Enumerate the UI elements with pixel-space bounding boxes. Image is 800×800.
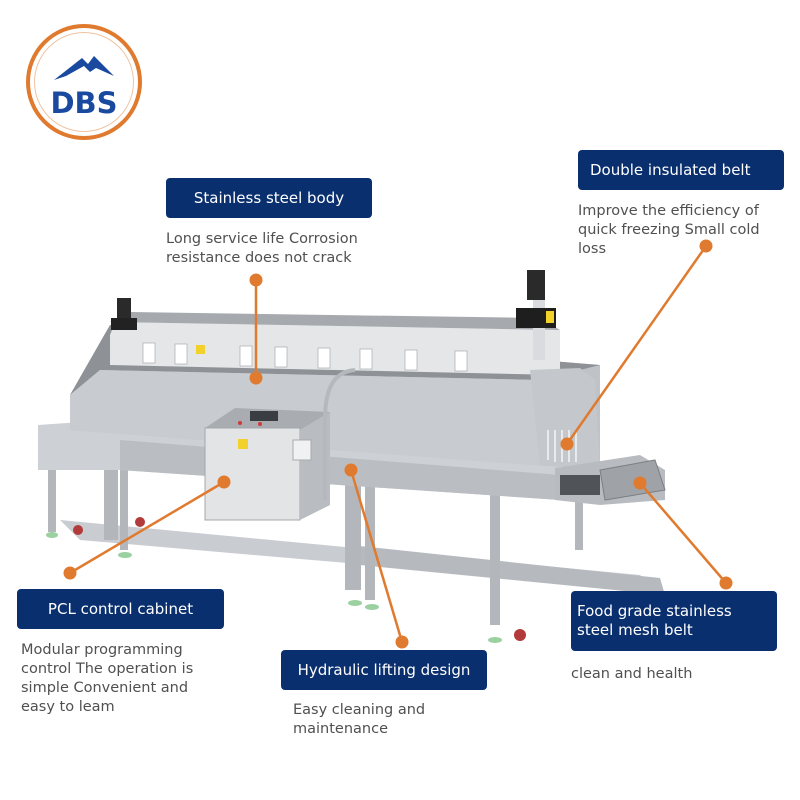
callout-dot (217, 475, 231, 489)
casters (73, 517, 526, 641)
callout-desc-stainless-steel-body: Long service life Corrosion resistance d… (166, 231, 358, 266)
callout-dot (560, 437, 574, 451)
leg-feet (46, 532, 502, 643)
vented-hood (110, 322, 560, 375)
callout-dot (719, 576, 733, 590)
hood-vents (142, 342, 468, 372)
leader-line-mesh (639, 482, 727, 584)
callout-desc-hydraulic-lifting-design: Easy cleaning and maintenance (293, 702, 426, 737)
callout-title-food-grade-mesh-belt: Food grade stainless steel mesh belt (571, 591, 777, 651)
leader-line-cabinet (69, 480, 225, 575)
drip-tray (350, 545, 665, 595)
left-fan-motor (111, 298, 137, 330)
callout-dot (699, 239, 713, 253)
callout-title-double-insulated-belt: Double insulated belt (578, 150, 784, 190)
callout-dot (395, 635, 409, 649)
callout-dot (344, 463, 358, 477)
callout-dot (249, 371, 263, 385)
right-fan-motor (516, 270, 556, 360)
warning-sticker (196, 345, 205, 354)
callout-desc-food-grade-mesh-belt: clean and health (571, 666, 693, 682)
callout-dot (63, 566, 77, 580)
callout-title-pcl-control-cabinet: PCL control cabinet (17, 589, 224, 629)
callout-desc-double-insulated-belt: Improve the efficiency of quick freezing… (578, 203, 760, 257)
leader-line-belt (565, 245, 708, 445)
callout-dot (249, 273, 263, 287)
callout-title-hydraulic-lifting-design: Hydraulic lifting design (281, 650, 487, 690)
control-cabinet (204, 408, 330, 521)
callout-title-stainless-steel-body: Stainless steel body (166, 178, 372, 218)
callout-desc-pcl-control-cabinet: Modular programming control The operatio… (21, 642, 194, 715)
brand-logo: DBS (26, 24, 142, 140)
leader-line-hydraulic (349, 469, 404, 643)
callout-dot (633, 476, 647, 490)
hose (323, 368, 356, 500)
